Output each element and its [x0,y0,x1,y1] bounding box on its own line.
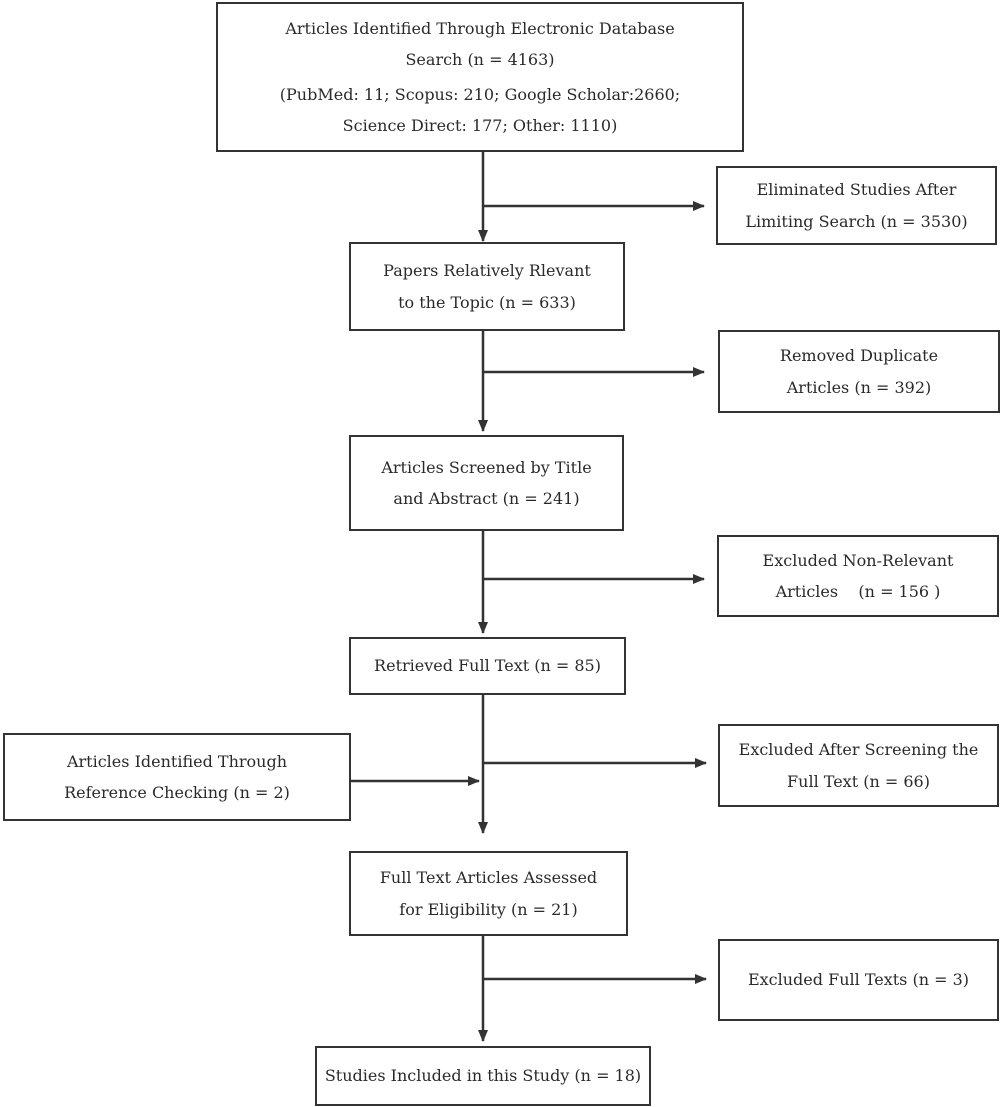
reference-line-1: Articles Identified Through [66,751,288,771]
retrieved-line-1: Retrieved Full Text (n = 85) [374,656,601,676]
included-line-1: Studies Included in this Study (n = 18) [324,1066,642,1086]
relevant-line-2: to the Topic (n = 633) [398,292,576,312]
reference-box: Articles Identified Through Reference Ch… [3,733,351,821]
excluded-fulltexts-line-1: Excluded Full Texts (n = 3) [747,970,970,990]
identified-sources-line-1: (PubMed: 11; Scopus: 210; Google Scholar… [279,85,681,104]
retrieved-box: Retrieved Full Text (n = 85) [349,637,626,695]
eliminated-line-1: Eliminated Studies After [756,180,957,200]
relevant-box: Papers Relatively Rlevant to the Topic (… [349,242,625,331]
duplicates-line-2: Articles (n = 392) [786,377,932,397]
included-box: Studies Included in this Study (n = 18) [315,1046,651,1106]
identified-box: Articles Identified Through Electronic D… [216,2,744,152]
duplicates-line-1: Removed Duplicate [779,346,939,366]
identified-line-1: Articles Identified Through Electronic D… [285,18,675,38]
relevant-line-1: Papers Relatively Rlevant [383,261,591,281]
identified-sources-line-2: Science Direct: 177; Other: 1110) [342,116,618,136]
nonrelevant-line-1: Excluded Non-Relevant [762,550,954,570]
excluded-screening-line-1: Excluded After Screening the [738,740,979,760]
excluded-screening-line-2: Full Text (n = 66) [787,771,930,791]
identified-line-2: Search (n = 4163) [405,49,555,69]
assessed-line-1: Full Text Articles Assessed [379,868,598,888]
nonrelevant-box: Excluded Non-Relevant Articles (n = 156 … [717,535,999,617]
reference-line-2: Reference Checking (n = 2) [64,783,290,802]
screened-box: Articles Screened by Title and Abstract … [349,435,624,531]
duplicates-box: Removed Duplicate Articles (n = 392) [718,330,1000,413]
assessed-line-2: for Eligibility (n = 21) [399,899,578,919]
screened-line-1: Articles Screened by Title [381,457,592,477]
nonrelevant-line-2: Articles (n = 156 ) [775,582,941,601]
assessed-box: Full Text Articles Assessed for Eligibil… [349,851,628,936]
excluded-fulltexts-box: Excluded Full Texts (n = 3) [718,939,999,1021]
excluded-screening-box: Excluded After Screening the Full Text (… [718,724,999,807]
screened-line-2: and Abstract (n = 241) [393,489,580,508]
eliminated-box: Eliminated Studies After Limiting Search… [716,166,997,245]
eliminated-line-2: Limiting Search (n = 3530) [745,211,968,231]
